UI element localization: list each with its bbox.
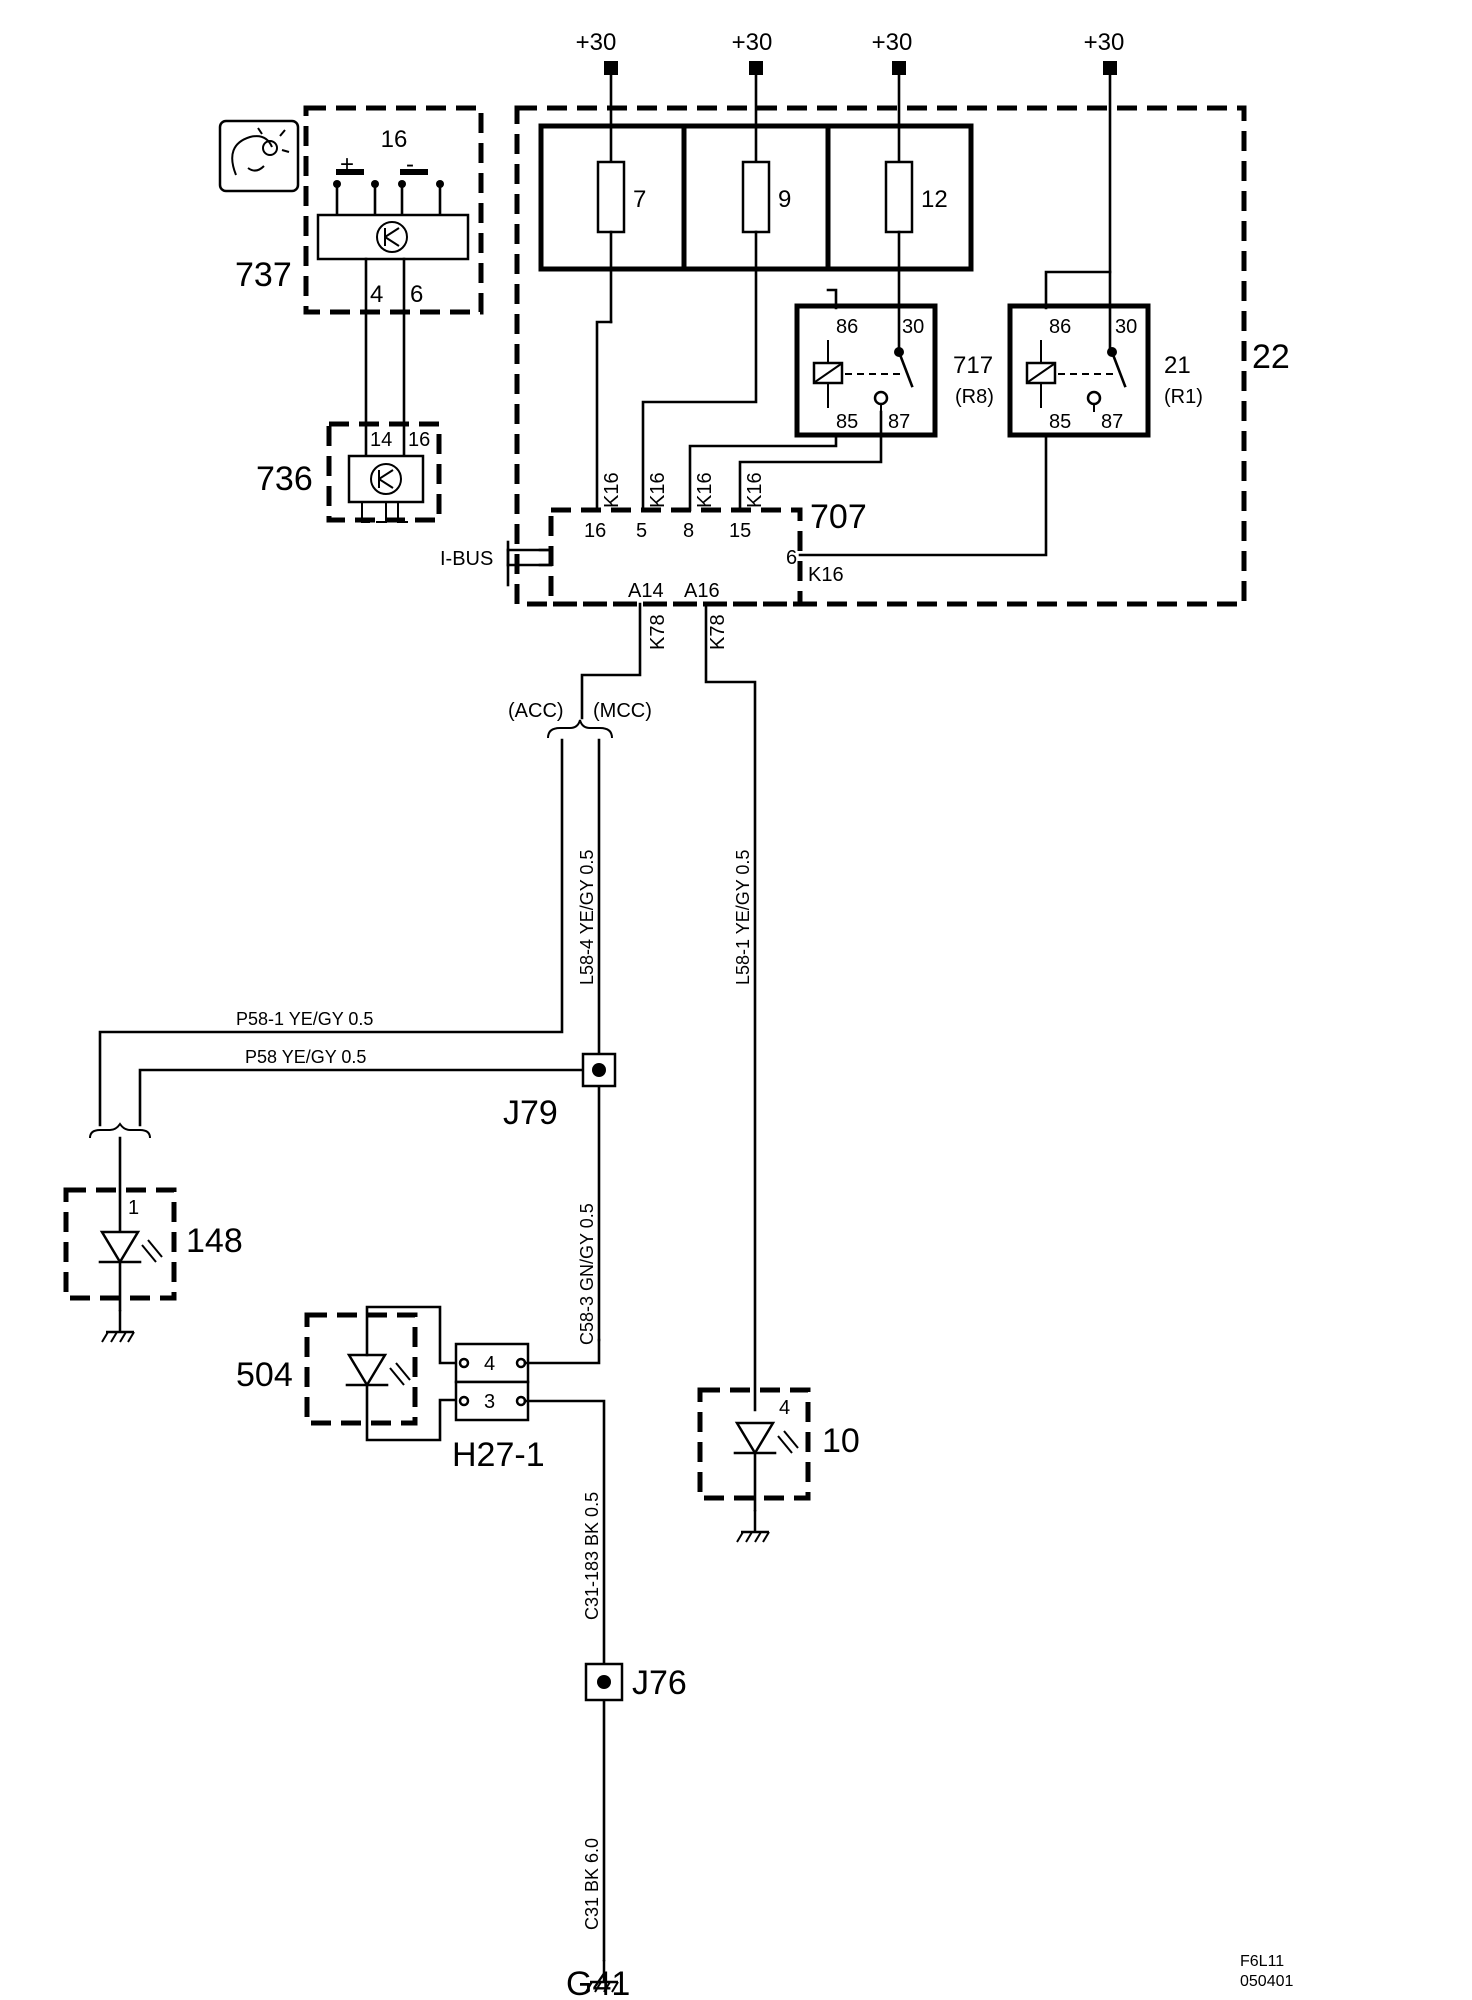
supply-label: +30 [1084, 29, 1125, 56]
connector-h27-1: 4 3 H27-1 [452, 1342, 545, 1474]
wire-l58-1: L58-1 YE/GY 0.5 [733, 850, 753, 985]
relay-21: 86 30 85 87 21 (R1) [1007, 303, 1203, 438]
connector-pin: 16 [584, 520, 606, 542]
supply-label: +30 [872, 29, 913, 56]
relay-pin-87: 87 [1101, 411, 1123, 433]
ground-symbol [735, 1508, 771, 1544]
component-10-pin: 4 [779, 1397, 790, 1419]
splice-j76: J76 [584, 1662, 687, 1702]
component-148: 1 148 [63, 1122, 243, 1344]
fuse-label: 7 [633, 186, 646, 213]
fuse-7: 7 [596, 73, 646, 324]
ibus-label: I-BUS [440, 548, 493, 570]
supply-terminal-1: +30 [576, 29, 618, 75]
supply-terminal-4: +30 [1084, 29, 1125, 75]
relay-pin-85: 85 [1049, 411, 1071, 433]
wire-code-k16: K16 [601, 472, 623, 508]
connector-707: 707 16 5 8 15 6 A14 A16 K16 K16 K16 K16 … [548, 472, 867, 650]
diagram-date-code: 050401 [1240, 1973, 1293, 1990]
component-737-pin: 6 [410, 281, 423, 308]
wire-p58-1: P58-1 YE/GY 0.5 [236, 1009, 373, 1029]
wire-code-k16: K16 [694, 472, 716, 508]
variant-mcc: (MCC) [593, 700, 652, 722]
component-10-label: 10 [822, 1422, 860, 1460]
component-736-pin: 14 [370, 429, 392, 451]
relay-pin-86: 86 [836, 316, 858, 338]
wire-c31-183: C31-183 BK 0.5 [582, 1492, 602, 1620]
splice-j79-label: J79 [503, 1094, 558, 1132]
relay-717-tag: (R8) [955, 386, 994, 408]
component-504: 504 [236, 1305, 458, 1442]
fuse-label: 12 [921, 186, 948, 213]
relay-pin-30: 30 [902, 316, 924, 338]
variant-acc: (ACC) [508, 700, 564, 722]
connector-pin: 15 [729, 520, 751, 542]
component-22-boundary [514, 105, 1247, 607]
component-736: 14 16 736 [256, 421, 442, 523]
light-sensor-icon [218, 119, 300, 193]
relay-pin-30: 30 [1115, 316, 1137, 338]
wire-code-k16: K16 [744, 472, 766, 508]
splice-j76-label: J76 [632, 1664, 687, 1702]
component-737-pin: 4 [370, 281, 383, 308]
relay-pin-86: 86 [1049, 316, 1071, 338]
component-736-pin: 16 [408, 429, 430, 451]
minus-sign: - [406, 151, 414, 178]
component-737-label: 737 [235, 256, 292, 294]
relay-pin-85: 85 [836, 411, 858, 433]
component-737: 16 + - 4 6 737 [218, 105, 484, 315]
wire-p58: P58 YE/GY 0.5 [245, 1047, 366, 1067]
relay-pin-87: 87 [888, 411, 910, 433]
supply-terminal-2: +30 [732, 29, 773, 75]
component-504-label: 504 [236, 1356, 293, 1394]
connector-pin: 6 [786, 547, 797, 569]
wire-code-k78: K78 [647, 614, 669, 650]
wire-code-k78: K78 [707, 614, 729, 650]
relay-717-label: 717 [953, 352, 993, 379]
ground-g41: G41 [566, 1958, 630, 2000]
component-148-pin: 1 [128, 1197, 139, 1219]
component-148-label: 148 [186, 1222, 243, 1260]
relay-717: 86 30 85 87 717 (R8) [794, 303, 994, 438]
component-707-label: 707 [810, 498, 867, 536]
relay-21-tag: (R1) [1164, 386, 1203, 408]
wire-code-k16: K16 [808, 564, 844, 586]
connector-pin: 8 [683, 520, 694, 542]
fuse-12: 12 [884, 73, 948, 357]
wire-code-k16: K16 [647, 472, 669, 508]
connector-pin-a16: A16 [684, 580, 720, 602]
wire-l58-4: L58-4 YE/GY 0.5 [577, 850, 597, 985]
supply-label: +30 [732, 29, 773, 56]
connector-pin: 5 [636, 520, 647, 542]
component-736-label: 736 [256, 460, 313, 498]
ibus-connection: I-BUS [440, 540, 553, 587]
relay-21-label: 21 [1164, 352, 1191, 379]
supply-label: +30 [576, 29, 617, 56]
ground-g41-label: G41 [566, 1965, 630, 2000]
component-10: 4 10 [697, 1387, 860, 1544]
fuse-label: 9 [778, 186, 791, 213]
ground-symbol [100, 1308, 136, 1344]
component-737-pin-label: 16 [381, 126, 408, 153]
h27-pin-4: 4 [484, 1353, 495, 1375]
h27-pin-3: 3 [484, 1391, 495, 1413]
diagram-code: F6L11 [1240, 1953, 1284, 1970]
splice-j79: J79 [503, 1052, 617, 1132]
fuse-9: 9 [741, 73, 791, 270]
h27-label: H27-1 [452, 1436, 545, 1474]
wire-c31: C31 BK 6.0 [582, 1838, 602, 1930]
supply-terminal-3: +30 [872, 29, 913, 75]
component-22-label: 22 [1252, 338, 1290, 376]
wire-c58-3: C58-3 GN/GY 0.5 [577, 1203, 597, 1345]
connector-pin-a14: A14 [628, 580, 664, 602]
